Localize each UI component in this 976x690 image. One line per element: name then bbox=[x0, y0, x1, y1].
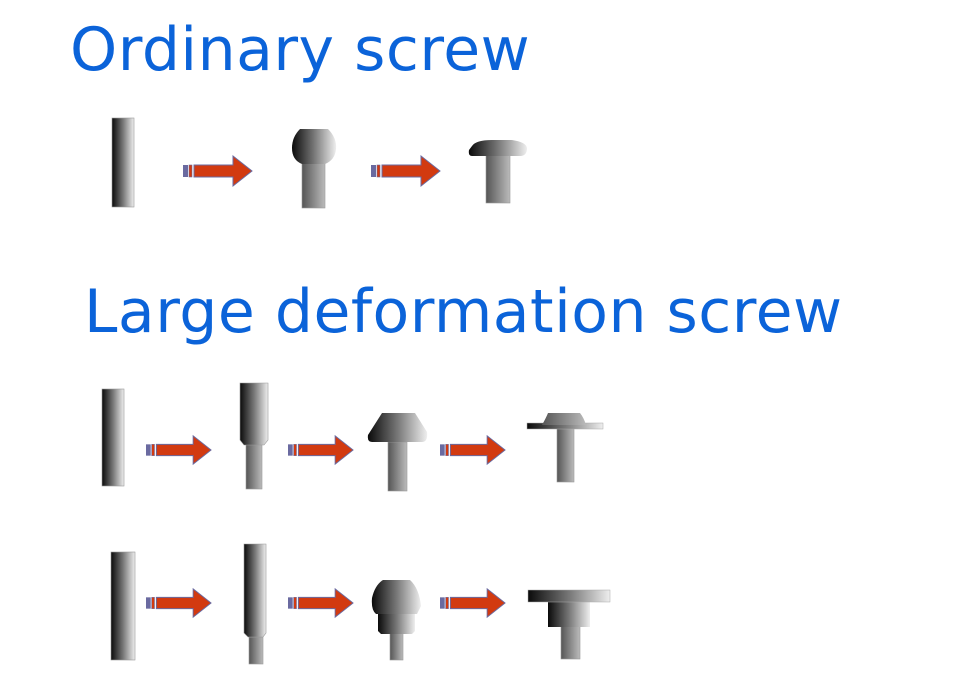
arrow-icon bbox=[439, 588, 506, 618]
stepped-flange-head-screw bbox=[527, 589, 611, 660]
flat-head-screw bbox=[468, 140, 527, 204]
arrow-icon bbox=[287, 588, 354, 618]
stepped-rod bbox=[243, 543, 267, 665]
rod-blank bbox=[111, 117, 135, 208]
large-deformation-process-row-1 bbox=[101, 382, 604, 492]
arrow-icon bbox=[439, 435, 506, 465]
arrow-icon bbox=[145, 435, 212, 465]
arrow-icon bbox=[287, 435, 354, 465]
arrow-icon bbox=[145, 588, 212, 618]
arrow-icon bbox=[182, 155, 253, 187]
cone-head-blank bbox=[367, 413, 428, 492]
rod-blank bbox=[110, 551, 136, 661]
arrow-icon bbox=[370, 155, 441, 187]
rod-blank bbox=[101, 388, 125, 487]
ball-head-blank bbox=[292, 129, 337, 209]
stepped-rod bbox=[239, 382, 269, 490]
ordinary-process-row bbox=[111, 117, 527, 209]
large-deformation-screw-title: Large deformation screw bbox=[84, 277, 843, 347]
flanged-head-screw bbox=[526, 413, 604, 483]
large-deformation-process-row-2 bbox=[110, 543, 611, 665]
dome-head-blank bbox=[371, 580, 421, 661]
ordinary-screw-title: Ordinary screw bbox=[70, 15, 531, 85]
